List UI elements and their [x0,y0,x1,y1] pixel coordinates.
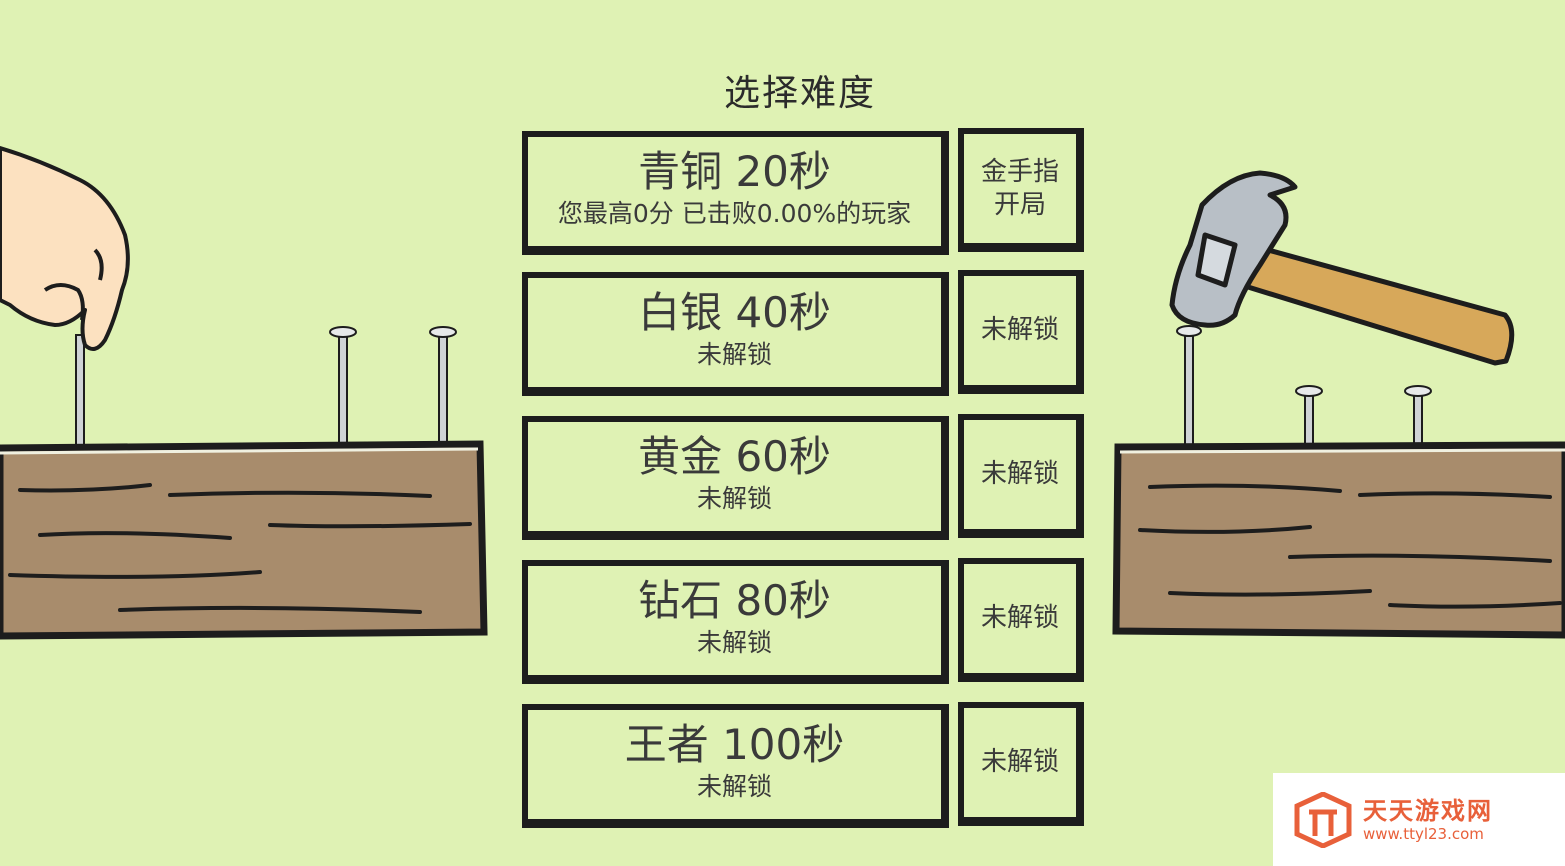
watermark-title: 天天游戏网 [1363,796,1493,825]
nail-icon [75,326,457,448]
level-status: 未解锁 [696,340,772,369]
side-label: 未解锁 [980,603,1059,633]
hand-icon [0,146,130,351]
page-title: 选择难度 [723,73,876,114]
side-label: 未解锁 [980,747,1059,777]
level-status: 您最高0分 已击败0.00%的玩家 [557,199,912,228]
level-name: 白银 40秒 [638,288,831,337]
site-watermark: 天天游戏网 www.ttyl23.com [1273,773,1565,866]
level-name: 青铜 20秒 [638,147,831,196]
cheat-start-button[interactable]: 金手指 开局 [958,128,1084,252]
watermark-logo-icon [1294,791,1352,848]
level-status: 未解锁 [696,484,772,513]
level-diamond-button[interactable]: 钻石 80秒 未解锁 [522,560,949,684]
level-status: 未解锁 [696,772,772,801]
left-plank-illustration [0,146,488,640]
level-status: 未解锁 [696,628,772,657]
silver-side-button[interactable]: 未解锁 [958,270,1084,394]
diamond-side-button[interactable]: 未解锁 [958,558,1084,682]
watermark-url: www.ttyl23.com [1363,824,1484,843]
king-side-button[interactable]: 未解锁 [958,702,1084,826]
gold-side-button[interactable]: 未解锁 [958,414,1084,538]
cheat-start-label: 金手指 开局 [980,156,1059,220]
nail-icon [1176,325,1432,448]
hammer-icon [1169,170,1515,366]
level-name: 钻石 80秒 [638,576,831,625]
level-king-button[interactable]: 王者 100秒 未解锁 [522,704,949,828]
right-plank-illustration [1112,170,1565,639]
level-bronze-button[interactable]: 青铜 20秒 您最高0分 已击败0.00%的玩家 [522,131,949,255]
side-label: 未解锁 [980,459,1059,489]
level-gold-button[interactable]: 黄金 60秒 未解锁 [522,416,949,540]
level-silver-button[interactable]: 白银 40秒 未解锁 [522,272,949,396]
side-label: 未解锁 [980,315,1059,345]
level-name: 黄金 60秒 [638,432,831,481]
level-name: 王者 100秒 [624,720,845,769]
